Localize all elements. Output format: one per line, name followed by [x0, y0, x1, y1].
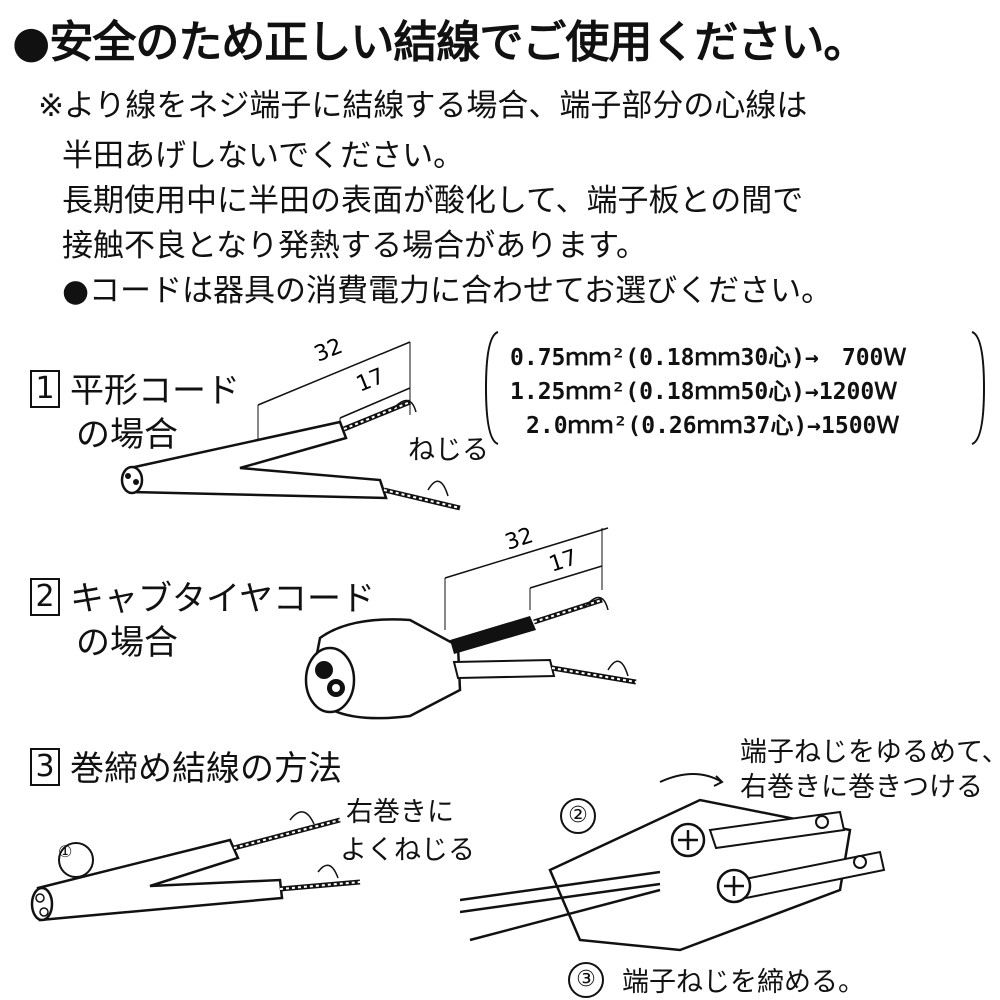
section-number-box: 3	[30, 748, 60, 786]
section-1-title: 平形コード	[70, 371, 240, 411]
section-number-box: 2	[30, 578, 60, 616]
step-2-text-b: 右巻きに巻きつける	[740, 772, 983, 803]
twisted-cord-illustration	[30, 811, 361, 922]
note-line-5: ●コードは器具の消費電力に合わせてお選びください。	[62, 273, 833, 309]
section-3-heading: 3 巻締め結線の方法	[30, 748, 342, 790]
step-2-text-a: 端子ねじをゆるめて、	[740, 737, 1000, 768]
step-1-marker	[58, 842, 94, 878]
spec-row-3: 2.0ｍｍ²(0.26ｍｍ37心)→1500Ｗ	[526, 413, 900, 439]
step-1-text-b: よくねじる	[340, 835, 475, 866]
step-1-text-a: 右巻きに	[346, 797, 454, 828]
note-line-4: 接触不良となり発熱する場合があります。	[62, 228, 647, 264]
page-title: ●安全のため正しい結線でご使用ください。	[12, 17, 867, 68]
spec-brackets	[484, 331, 986, 445]
step-3-marker: ③	[568, 962, 604, 998]
note-line-2: 半田あげしないでください。	[62, 138, 465, 174]
terminal-block-illustration	[460, 773, 886, 952]
section-2-heading: 2 キャブタイヤコード	[30, 578, 375, 620]
dimension-32: 32	[311, 334, 346, 368]
note-line-3: 長期使用中に半田の表面が酸化して、端子板との間で	[62, 183, 804, 219]
step-3-text: 端子ねじを締める。	[622, 967, 865, 998]
flat-cord-illustration: 32 17	[120, 334, 461, 511]
twist-label: ねじる	[408, 435, 489, 466]
step-2-marker: ②	[560, 798, 596, 834]
cabtire-cord-illustration: 32 17	[304, 523, 637, 720]
section-1-heading: 1 平形コード	[30, 370, 240, 412]
section-2-title: キャブタイヤコード	[70, 579, 375, 619]
section-number-box: 1	[30, 370, 60, 408]
section-1-subtitle: の場合	[76, 415, 178, 455]
dimension-17: 17	[546, 545, 580, 577]
spec-row-1: 0.75ｍｍ²(0.18ｍｍ30心)→ 700Ｗ	[510, 345, 907, 371]
section-2-subtitle: の場合	[76, 623, 178, 663]
cord-spec-box: 0.75ｍｍ²(0.18ｍｍ30心)→ 700Ｗ 1.25ｍｍ²(0.18ｍｍ5…	[480, 328, 990, 448]
dimension-17: 17	[353, 364, 388, 398]
note-line-1: ※より線をネジ端子に結線する場合、端子部分の心線は	[38, 88, 808, 124]
spec-row-2: 1.25ｍｍ²(0.18ｍｍ50心)→1200Ｗ	[510, 379, 898, 405]
section-3-title: 巻締め結線の方法	[70, 749, 342, 789]
